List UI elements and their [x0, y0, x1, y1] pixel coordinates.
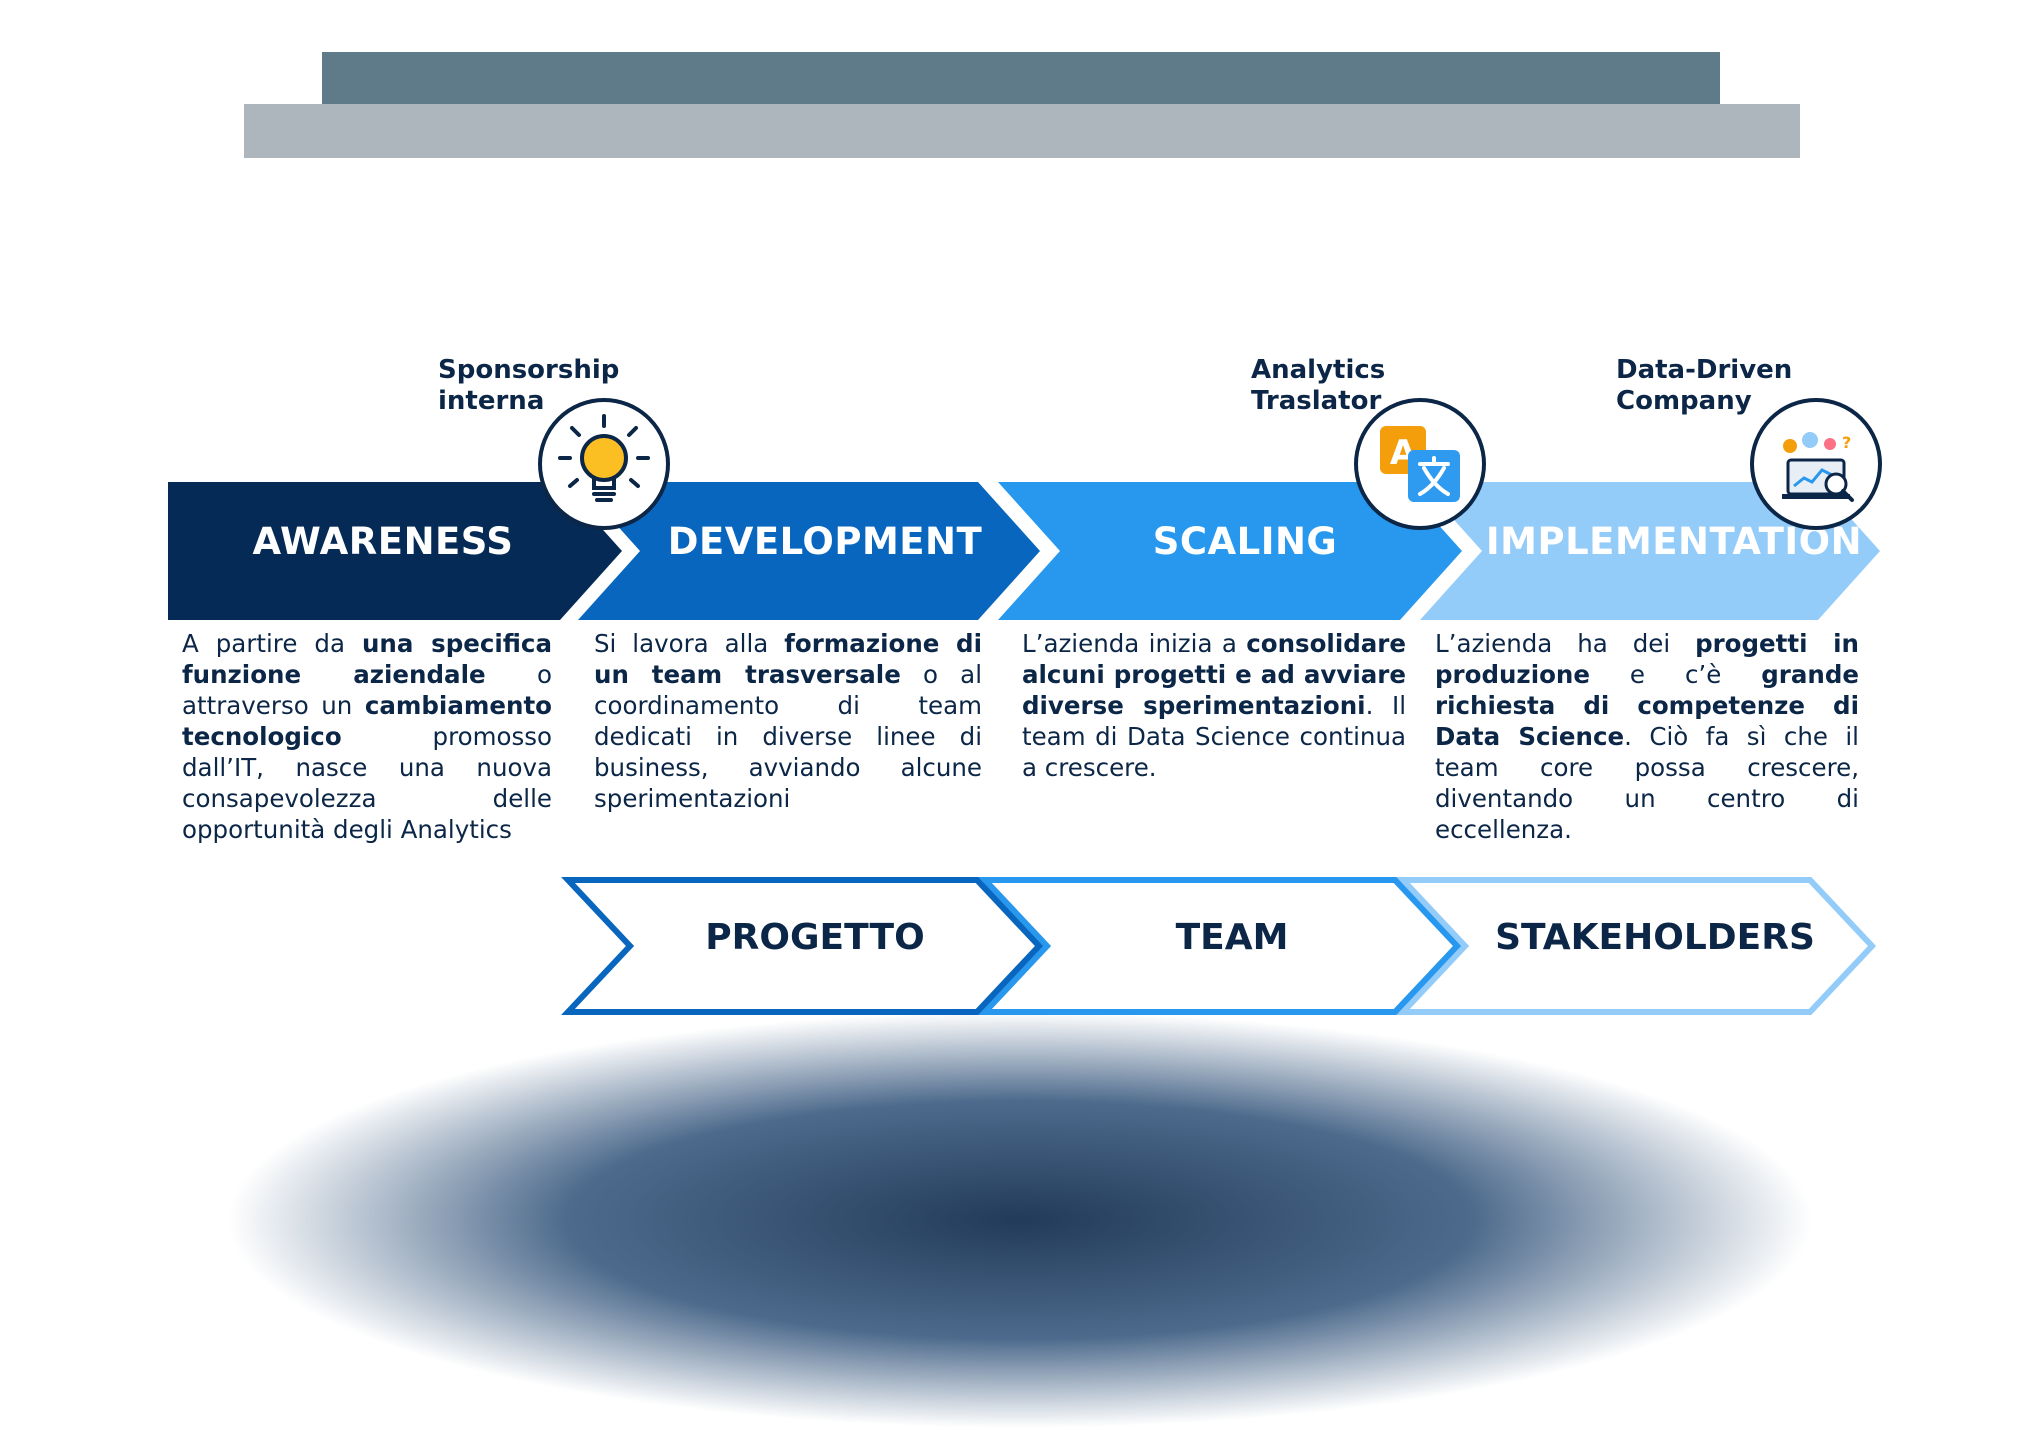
stage-shape-awareness — [168, 482, 622, 620]
svg-text:?: ? — [1842, 433, 1851, 452]
stage-shape-development — [578, 482, 1040, 620]
stage-title-scaling: SCALING — [1152, 520, 1338, 563]
header-bar-top — [322, 52, 1720, 105]
translate-icon: A — [1354, 398, 1486, 530]
lower-shape-stakeholders — [1396, 877, 1877, 1015]
lower-shape-progetto — [561, 877, 1044, 1015]
lower-title-progetto: PROGETTO — [705, 917, 925, 958]
lower-shape-team — [978, 877, 1462, 1015]
description-scaling: L’azienda inizia a consolidare alcuni pr… — [1022, 629, 1407, 782]
stage-shape-implementation — [1420, 482, 1880, 620]
lower-title-team: TEAM — [1175, 917, 1289, 958]
milestone-label-sponsorship: Sponsorship interna — [438, 355, 620, 416]
stage-flow — [168, 482, 1880, 1015]
description-development: Si lavora alla formazione di un team tra… — [594, 629, 982, 813]
stage-shape-scaling — [998, 482, 1462, 620]
header-bar-bottom — [244, 104, 1800, 158]
lower-title-stakeholders: STAKEHOLDERS — [1495, 917, 1815, 958]
stage-title-awareness: AWARENESS — [252, 520, 514, 563]
description-implementation: L’azienda ha dei progetti in produzione … — [1435, 629, 1860, 844]
milestone-label-analytics: Analytics Traslator — [1251, 355, 1386, 416]
description-awareness: A partire da una specifica funzione azie… — [182, 629, 552, 844]
stage-title-development: DEVELOPMENT — [667, 520, 983, 563]
data-analysis-icon: ? — [1750, 398, 1882, 530]
milestone-label-data-driven: Data-Driven Company — [1616, 355, 1793, 416]
lightbulb-icon — [538, 398, 670, 530]
